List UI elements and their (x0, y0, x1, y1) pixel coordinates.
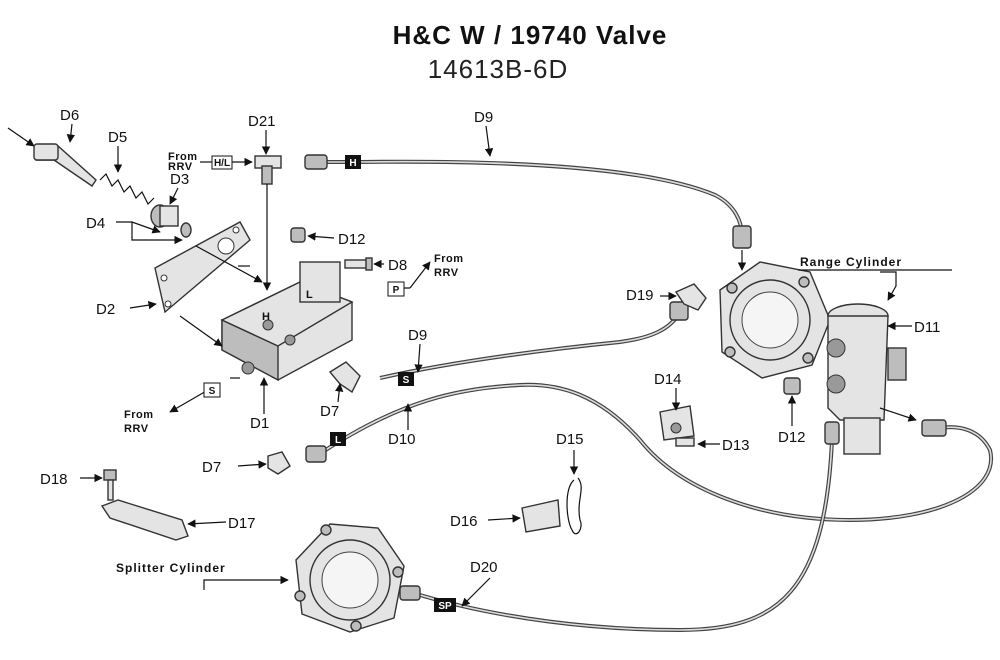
hose-d10 (305, 382, 994, 523)
label-d7-upper: D7 (320, 403, 339, 420)
from-rrv-left-2: RRV (124, 423, 149, 435)
label-d20: D20 (470, 559, 498, 576)
part-d1-valve-block: H L (220, 261, 354, 382)
part-d12-plug (290, 227, 306, 243)
label-d4: D4 (86, 215, 105, 232)
part-d11-valve (826, 303, 907, 455)
svg-text:SP: SP (438, 601, 452, 612)
part-d16-bracket (521, 499, 561, 533)
range-cylinder (719, 261, 831, 379)
block-port-l: L (306, 289, 313, 301)
label-d6: D6 (60, 107, 79, 124)
label-d7-lower: D7 (202, 459, 221, 476)
label-d18: D18 (40, 471, 68, 488)
hose-d9-mid (379, 301, 689, 380)
label-d3: D3 (170, 171, 189, 188)
label-d19: D19 (626, 287, 654, 304)
label-d10: D10 (388, 431, 416, 448)
tag-s-hose: S (398, 372, 414, 386)
part-d8-screw (344, 257, 373, 271)
block-port-h: H (262, 311, 270, 323)
label-d8: D8 (388, 257, 407, 274)
part-d7-elbow-lower (267, 451, 291, 475)
from-rrv-right-1: From (434, 253, 464, 265)
tag-l-hose: L (330, 432, 346, 446)
tag-p: P (387, 281, 405, 297)
part-d18-bolt (103, 469, 117, 501)
label-d21: D21 (248, 113, 276, 130)
label-d15: D15 (556, 431, 584, 448)
part-d5-spring (99, 172, 155, 206)
label-d12-lower: D12 (778, 429, 806, 446)
diagram-title: H&C W / 19740 Valve (393, 20, 668, 50)
from-rrv-left-1: From (124, 409, 154, 421)
part-d2-plate (154, 221, 251, 314)
part-d12-nut (783, 377, 801, 395)
part-d13-screw (675, 437, 695, 447)
hose-d9-top (304, 154, 752, 249)
label-d5: D5 (108, 129, 127, 146)
label-d11: D11 (914, 319, 940, 336)
svg-text:S: S (209, 386, 216, 397)
label-d12-upper: D12 (338, 231, 366, 248)
part-d14-bracket (659, 405, 695, 441)
svg-text:S: S (403, 375, 410, 386)
tag-hl: H/L (211, 155, 233, 170)
from-rrv-top-2: RRV (168, 161, 193, 173)
part-d7-elbow-upper (328, 361, 361, 394)
splitter-cylinder (294, 523, 405, 633)
svg-text:P: P (393, 285, 400, 296)
tag-s-port: S (203, 382, 221, 398)
label-d1: D1 (250, 415, 269, 432)
label-d9-mid: D9 (408, 327, 427, 344)
tag-h-top: H (345, 155, 361, 169)
tag-sp: SP (434, 598, 456, 612)
label-d14: D14 (654, 371, 682, 388)
leader-lines (66, 123, 917, 607)
part-d4-oring (180, 222, 192, 238)
svg-text:H/L: H/L (214, 158, 230, 169)
svg-text:H: H (349, 158, 356, 169)
part-d17-lever (100, 499, 189, 541)
from-rrv-top-1: From (168, 151, 198, 163)
caption-splitter-cylinder: Splitter Cylinder (116, 561, 226, 575)
label-d17: D17 (228, 515, 256, 532)
part-number: 14613B-6D (428, 54, 569, 84)
label-d2: D2 (96, 301, 115, 318)
part-d6-plunger (7, 127, 97, 187)
caption-range-cylinder: Range Cylinder (800, 255, 902, 269)
part-d21-tee (254, 130, 282, 291)
hose-d20 (399, 421, 840, 633)
label-d13: D13 (722, 437, 750, 454)
part-d3-nut (150, 204, 179, 228)
from-rrv-right-2: RRV (434, 267, 459, 279)
part-d19-elbow (674, 283, 707, 311)
label-d16: D16 (450, 513, 478, 530)
part-d15-clip (566, 477, 582, 535)
label-d9-top: D9 (474, 109, 493, 126)
svg-text:L: L (335, 435, 341, 446)
